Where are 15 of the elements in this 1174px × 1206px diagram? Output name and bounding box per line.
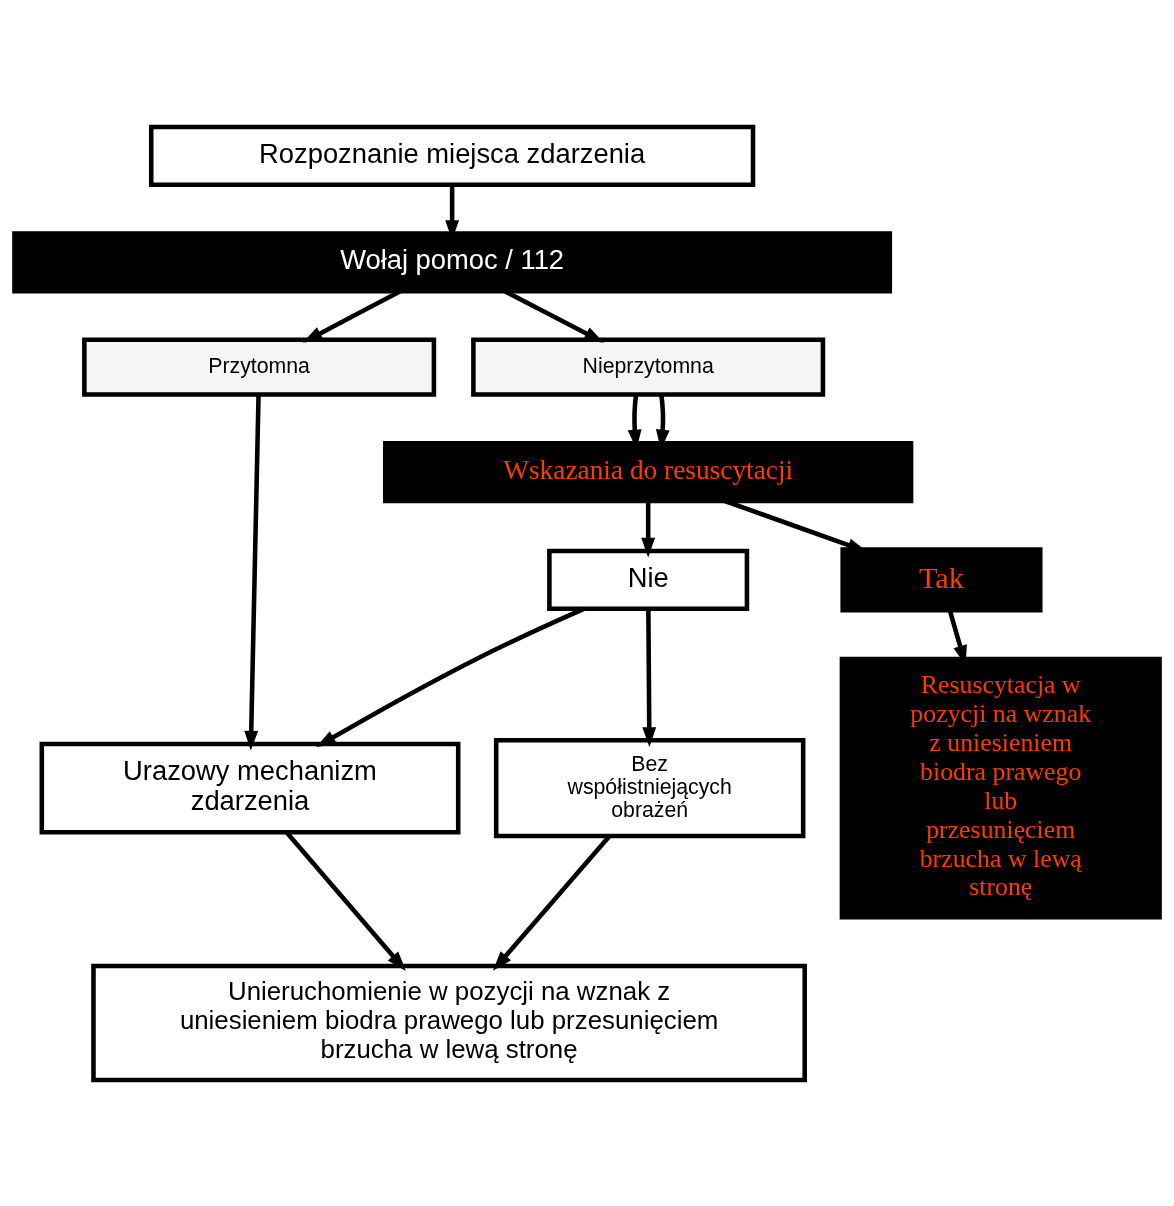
node-box: Przytomna <box>82 337 437 397</box>
arrow <box>642 608 657 747</box>
node-box: Nie <box>547 548 750 611</box>
node-box: Wołaj pomoc / 112 <box>12 230 893 293</box>
node-box: Unieruchomienie w pozycji na wznak z uniesieniem biodra prawego lub przesunięciem brzucha w lewą stronę <box>91 963 807 1082</box>
node-box: Bez współistniejących obrażeń <box>493 737 806 838</box>
node-box: Tak <box>840 546 1043 613</box>
node-box: Resuscytacja w pozycji na wznak z uniesieniem biodra prawego lub przesunięciem brzucha w lewą stronę <box>839 656 1162 920</box>
node-box: Wskazania do resuscytacji <box>383 440 914 503</box>
arrow <box>316 606 585 747</box>
node-box: Urazowy mechanizm zdarzenia <box>39 741 461 834</box>
arrow <box>641 500 656 558</box>
node-box: Nieprzytomna <box>471 337 826 397</box>
node-box: Rozpoznanie miejsca zdarzenia <box>148 124 756 187</box>
arrow <box>244 394 261 751</box>
